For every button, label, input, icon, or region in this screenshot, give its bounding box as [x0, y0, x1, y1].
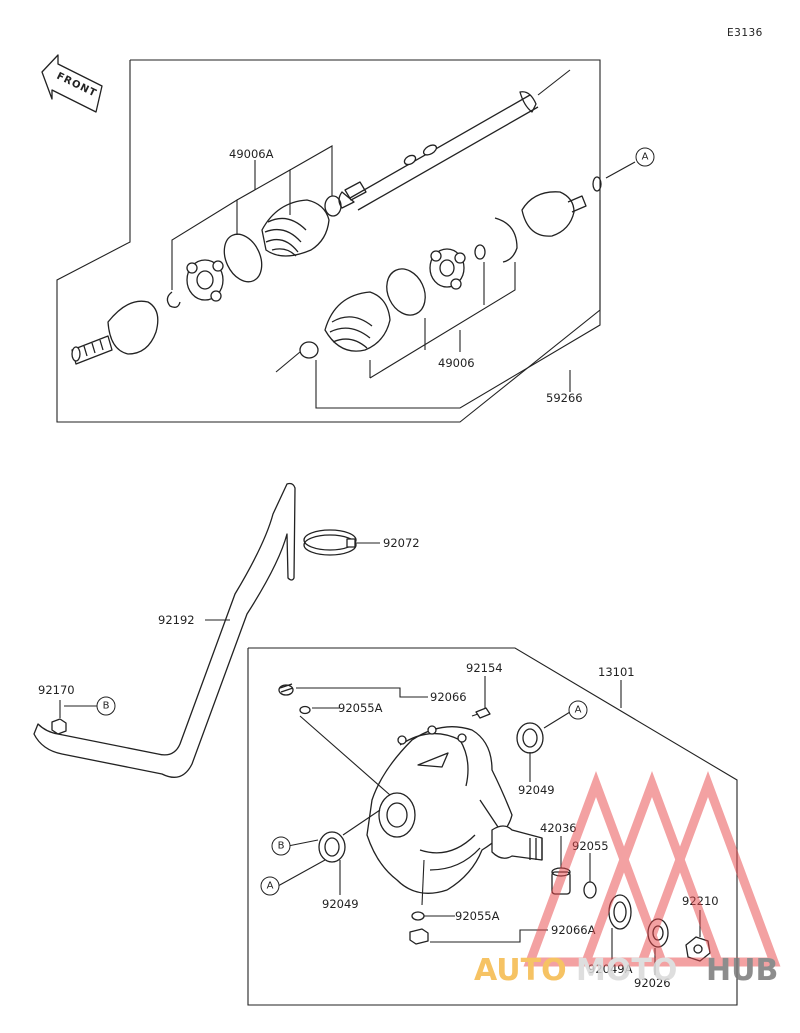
- drain-plug-bottom: [409, 928, 429, 945]
- oring-top: [299, 705, 311, 715]
- drive-shaft-group: 49006A 49006 59266 A: [56, 59, 655, 423]
- callout-a-right: A: [568, 700, 588, 720]
- oil-seal-left: [318, 831, 346, 863]
- boot-upper: [261, 199, 330, 257]
- label-49006A: 49006A: [229, 147, 274, 161]
- oring-bottom: [411, 911, 425, 921]
- small-ring-lower: [299, 341, 319, 359]
- front-arrow-icon: FRONT: [41, 54, 103, 113]
- circlip-end: [592, 176, 602, 192]
- svg-text:B: B: [278, 841, 285, 852]
- label-92170: 92170: [38, 683, 75, 697]
- oil-seal-92049A: [608, 894, 632, 930]
- hose-clamp: [303, 529, 357, 556]
- hose-fitting: [51, 718, 67, 735]
- diff-frame: [247, 647, 738, 1006]
- diagram-code: E3136: [727, 27, 763, 39]
- breather-hose-group: 92072 92192 92170 B: [33, 482, 420, 778]
- label-92055A-top: 92055A: [338, 701, 383, 715]
- label-92066A: 92066A: [551, 923, 596, 937]
- svg-text:A: A: [642, 152, 649, 163]
- label-92066: 92066: [430, 690, 467, 704]
- axle-shaft: [338, 69, 571, 211]
- label-92055: 92055: [572, 839, 609, 853]
- callout-b-left: B: [96, 696, 116, 716]
- small-ring-upper: [324, 195, 342, 217]
- callout-a-left: A: [260, 876, 280, 896]
- watermark-hub: HUB: [706, 953, 778, 988]
- label-92049-right: 92049: [518, 783, 555, 797]
- label-92049-left: 92049: [322, 897, 359, 911]
- callout-b-mid: B: [271, 836, 291, 856]
- label-92055A-bottom: 92055A: [455, 909, 500, 923]
- differential-housing: [366, 725, 543, 894]
- shaft-frame: [56, 59, 601, 423]
- label-92192: 92192: [158, 613, 195, 627]
- label-13101: 13101: [598, 665, 635, 679]
- watermark: AUTO MOTO HUB: [474, 771, 781, 988]
- circlip-left: [166, 291, 181, 308]
- large-circlip: [494, 217, 518, 263]
- tripod-right: [429, 248, 466, 290]
- svg-text:B: B: [103, 701, 110, 712]
- oring-92055: [583, 881, 597, 899]
- differential-group: 92066 92055A 92154 13101 92049 A: [247, 647, 738, 1006]
- breather-hose: [33, 482, 296, 778]
- watermark-auto: AUTO: [474, 953, 567, 988]
- svg-text:A: A: [575, 705, 582, 716]
- label-42036: 42036: [540, 821, 577, 835]
- band-ring-lower: [386, 268, 426, 316]
- bolt-92154: [471, 707, 491, 719]
- watermark-logo-icon: [523, 771, 781, 967]
- inner-cv-joint-right: [521, 191, 587, 237]
- label-92154: 92154: [466, 661, 503, 675]
- outer-cv-joint-left: [71, 300, 159, 365]
- boot-lower: [324, 291, 391, 352]
- band-ring-left: [223, 233, 263, 283]
- circlip-right: [474, 244, 486, 260]
- label-92026: 92026: [634, 976, 671, 990]
- tripod-left: [186, 259, 224, 302]
- label-59266: 59266: [546, 391, 583, 405]
- label-49006: 49006: [438, 356, 475, 370]
- drain-plug-top: [278, 683, 294, 696]
- svg-text:A: A: [267, 881, 274, 892]
- oil-seal-right: [516, 722, 544, 754]
- label-92072: 92072: [383, 536, 420, 550]
- callout-a-top: A: [635, 147, 655, 167]
- watermark-moto: MOTO: [576, 953, 677, 988]
